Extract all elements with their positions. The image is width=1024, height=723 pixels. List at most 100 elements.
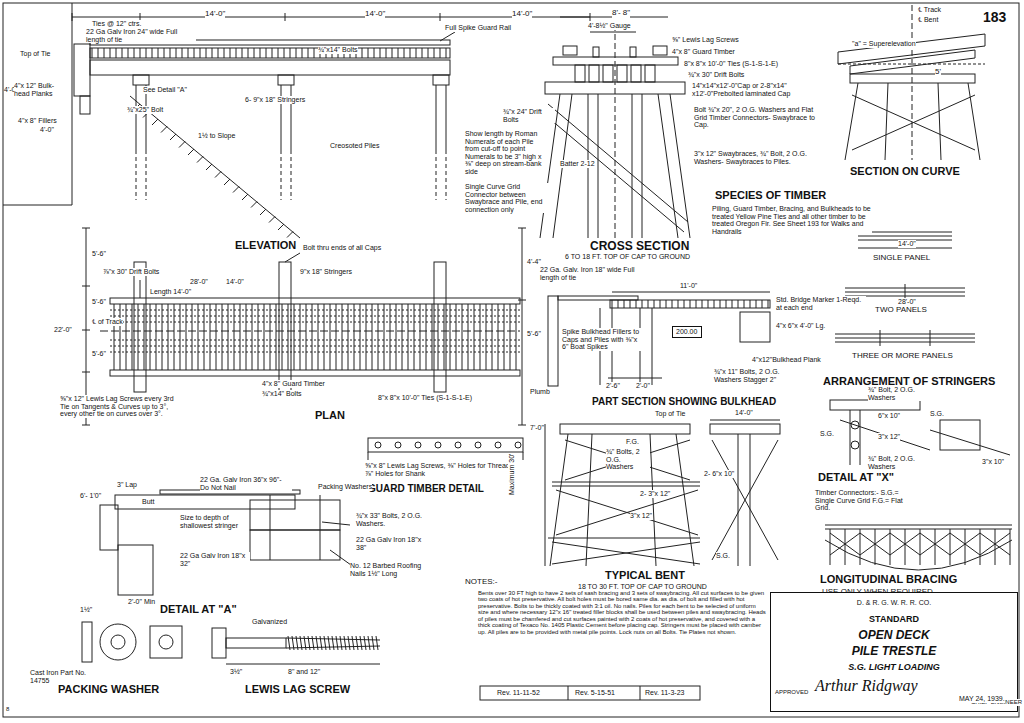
pile — [935, 529, 936, 565]
thread — [368, 636, 370, 650]
drawing-label: S.G. — [716, 552, 730, 560]
dimension-tick — [82, 372, 90, 373]
drawing-label: S.G. — [930, 410, 944, 418]
drawing-label: ¾"x 24" Drift Bolts — [503, 108, 555, 123]
drawing-label: 8" and 12" — [288, 668, 320, 676]
pile — [652, 308, 653, 385]
drawing-label: 8 — [6, 706, 9, 712]
tie-line — [224, 48, 225, 58]
tilted-ties — [850, 50, 975, 74]
tie-line — [404, 48, 405, 58]
drawing-label: ¾" Bolt, 2 O.G. Washers — [868, 455, 930, 470]
stringer — [645, 65, 655, 82]
drawing-label: No. 12 Barbed Roofing Nails 1½" Long — [350, 562, 422, 577]
deck-line — [825, 525, 1012, 526]
tie-line — [738, 300, 739, 308]
tie-line — [186, 304, 187, 370]
tie-line — [690, 300, 691, 308]
drawing-label: ¾"x 33" Bolts, 2 O.G. Washers. — [356, 512, 426, 527]
pile — [938, 83, 941, 160]
bank-hatch — [233, 187, 239, 193]
cap-outline — [134, 262, 146, 392]
bank-hatch — [260, 209, 266, 215]
rail — [593, 47, 599, 57]
tie-line — [174, 304, 175, 370]
tie-line — [120, 304, 121, 370]
tie-line — [146, 48, 147, 58]
drawing-label: 2'-0" — [636, 382, 650, 390]
pile — [738, 434, 739, 566]
tie-line — [212, 48, 213, 58]
tie-line — [386, 48, 387, 58]
drawing-label: 6 TO 18 FT. TOP OF CAP TO GROUND — [565, 253, 690, 261]
deck-end — [115, 495, 295, 509]
centerline — [100, 331, 520, 332]
cap — [133, 75, 149, 85]
drawing-label: 14'-0" — [735, 409, 753, 417]
dimension-tick — [82, 425, 90, 426]
drawing-label: ¾"x 11" Bolts, 2 O.G. Washers Stagger 2" — [714, 368, 786, 383]
drawing-label: Bolt thru ends of all Caps — [303, 244, 381, 252]
pile-top — [118, 545, 153, 595]
drawing-label: 5'-6" — [527, 330, 541, 338]
tie-line — [378, 304, 379, 370]
tie-line — [468, 304, 469, 370]
tie-line — [696, 300, 697, 308]
drawing-label: Cast Iron Part No. 14755 — [30, 669, 100, 684]
drawing-label: Timber Connectors:- S.G.= Single Curve G… — [815, 489, 905, 512]
drawing-label: Batter 2-12 — [560, 160, 595, 168]
brace — [920, 533, 950, 555]
drawing-label: 183 — [983, 10, 1006, 25]
stringer-line — [110, 322, 520, 323]
drawing-label: See Detail "A" — [143, 86, 187, 94]
tie-line — [750, 300, 751, 308]
screw-head — [212, 628, 226, 658]
drawing-label: PLAN — [315, 410, 345, 422]
drawing-label: 1½" — [80, 606, 92, 614]
tie-line — [432, 304, 433, 370]
stringer-line — [110, 346, 520, 347]
tie-line — [492, 304, 493, 370]
tie-line — [360, 304, 361, 370]
dimension-tick — [82, 286, 90, 287]
tie-line — [194, 48, 195, 58]
drawing-label: PART SECTION SHOWING BULKHEAD — [592, 397, 776, 408]
cap-outline — [434, 262, 446, 392]
drawing-label: CROSS SECTION — [590, 240, 689, 253]
pile — [965, 529, 966, 565]
pile — [968, 83, 980, 160]
tie-line — [422, 48, 423, 58]
drawing-label: 3½" — [230, 668, 242, 676]
drawing-label: 3"x 10" — [982, 458, 1004, 466]
tie-line — [342, 304, 343, 370]
tie-line — [768, 300, 769, 308]
tie-line — [150, 304, 151, 370]
bulkhead — [100, 505, 118, 550]
tie-line — [372, 304, 373, 370]
thread — [316, 636, 318, 650]
washer-hole — [111, 635, 125, 649]
dimension-line — [608, 378, 662, 379]
cap-outline — [279, 262, 291, 392]
pile — [920, 529, 921, 565]
bolt-hole — [475, 442, 481, 448]
tie-line — [284, 48, 285, 58]
tie-line — [516, 304, 517, 370]
dimension-line — [226, 664, 380, 665]
tie-line — [116, 48, 117, 58]
guard-timber — [653, 46, 667, 55]
tie-line — [380, 48, 381, 58]
thread — [332, 636, 334, 650]
bolt-hole — [435, 442, 441, 448]
guard-timber — [110, 370, 520, 376]
pile — [980, 529, 981, 565]
swaybrace — [565, 440, 690, 480]
tie-line — [402, 304, 403, 370]
pile — [598, 94, 599, 238]
tie-line — [110, 48, 111, 58]
brace — [930, 430, 1010, 455]
drawing-label: ℄ Track — [918, 6, 941, 14]
drawing-label: 5'-6" — [92, 298, 106, 306]
drawing-label: Std. Bridge Marker 1-Reqd. at each end — [776, 296, 866, 311]
